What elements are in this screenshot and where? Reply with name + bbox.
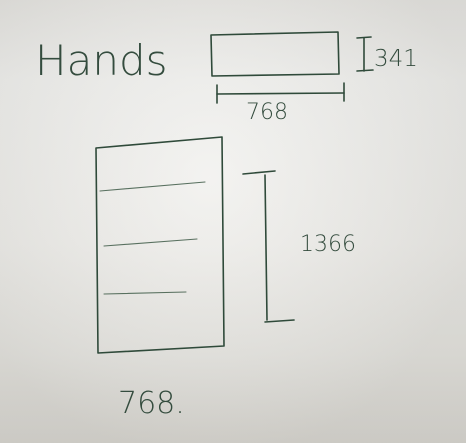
portrait-height-label: 1366	[300, 232, 356, 257]
portrait-divider-2	[103, 238, 198, 247]
landscape-height-marker	[356, 36, 374, 72]
portrait-rect	[95, 136, 225, 354]
landscape-width-marker	[216, 82, 345, 104]
landscape-width-label: 768	[246, 100, 288, 125]
sketch-title: Hands	[35, 36, 167, 85]
portrait-height-marker	[242, 170, 295, 323]
portrait-divider-3	[103, 291, 187, 295]
portrait-divider-1	[99, 181, 206, 192]
landscape-rect	[210, 31, 340, 77]
landscape-height-label: 341	[374, 46, 418, 72]
portrait-width-label: 768.	[118, 386, 185, 421]
